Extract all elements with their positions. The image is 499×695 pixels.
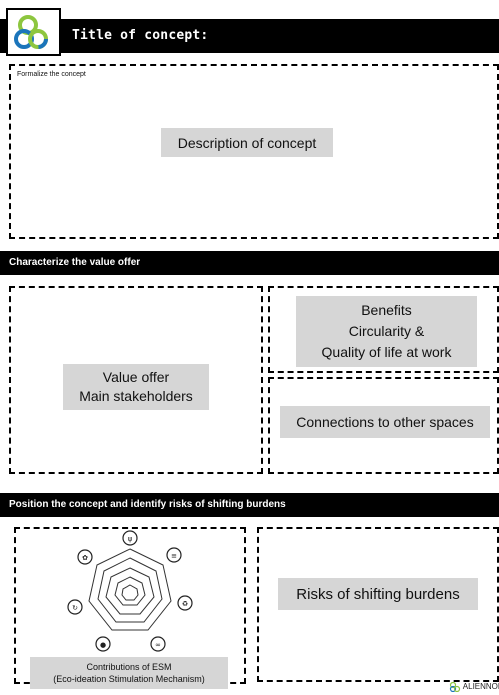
concept-box: [9, 64, 499, 239]
connections-box: [268, 377, 499, 474]
svg-text:ψ: ψ: [128, 535, 133, 543]
footer-brand: ALIENNOR: [449, 681, 499, 693]
logo: [6, 8, 61, 56]
svg-text:✿: ✿: [82, 554, 88, 562]
title-bar: Title of concept:: [0, 19, 499, 53]
concept-description-placeholder: Description of concept: [161, 128, 333, 157]
radar-ring-4: [114, 576, 146, 606]
recycle-person-icon: [177, 595, 193, 611]
quality-of-life-line: Quality of life at work: [321, 344, 452, 360]
antenna-icon: [122, 530, 138, 546]
benefits-box: [268, 286, 499, 373]
risks-box: [257, 527, 499, 682]
benefits-placeholder: Benefits Circularity & Quality of life a…: [296, 296, 477, 367]
svg-text:≡: ≡: [171, 552, 177, 560]
value-offer-box: [9, 286, 263, 474]
interlocking-rings-logo-icon: [14, 15, 48, 49]
radar-outer-ring: [88, 548, 172, 631]
benefits-line: Benefits: [361, 302, 412, 318]
footer-brand-text: ALIENNOR: [462, 682, 499, 692]
main-stakeholders-line: Main stakeholders: [79, 388, 193, 404]
risks-text: Risks of shifting burdens: [296, 585, 460, 603]
gears-icon: [77, 549, 93, 565]
esm-radar-chart: ψ ≡ ♻ ∞ ● ↻ ✿: [67, 530, 193, 652]
value-offer-placeholder: Value offer Main stakeholders: [63, 364, 209, 410]
refresh-icon: [67, 599, 83, 615]
esm-caption-line-1: Contributions of ESM: [86, 662, 172, 672]
svg-text:♻: ♻: [182, 600, 188, 608]
svg-text:∞: ∞: [155, 641, 161, 649]
svg-text:●: ●: [100, 641, 106, 649]
section-bar-value-offer: Characterize the value offer: [0, 251, 499, 275]
footer-logo-icon: [449, 681, 461, 693]
esm-caption-line-2: (Eco-ideation Stimulation Mechanism): [53, 674, 205, 684]
cycle-icon: [150, 636, 166, 652]
page-title: Title of concept:: [72, 28, 209, 43]
radar-inner-ring: [121, 584, 139, 601]
connections-text: Connections to other spaces: [296, 414, 474, 430]
svg-text:↻: ↻: [72, 604, 78, 612]
location-pin-icon: [95, 636, 111, 652]
risks-placeholder: Risks of shifting burdens: [278, 578, 478, 610]
radar-ring-3: [105, 567, 155, 615]
section-bar-position: Position the concept and identify risks …: [0, 493, 499, 517]
section-heading-value-offer: Characterize the value offer: [9, 257, 141, 268]
concept-description-text: Description of concept: [177, 134, 317, 151]
circularity-line: Circularity &: [348, 323, 425, 339]
value-offer-line: Value offer: [102, 369, 170, 385]
concept-hint: Formalize the concept: [17, 71, 86, 78]
connections-placeholder: Connections to other spaces: [280, 406, 490, 438]
esm-caption: Contributions of ESM (Eco-ideation Stimu…: [30, 657, 228, 689]
radar-ring-2: [97, 557, 163, 623]
database-icon: [166, 547, 182, 563]
section-heading-position: Position the concept and identify risks …: [9, 499, 286, 510]
